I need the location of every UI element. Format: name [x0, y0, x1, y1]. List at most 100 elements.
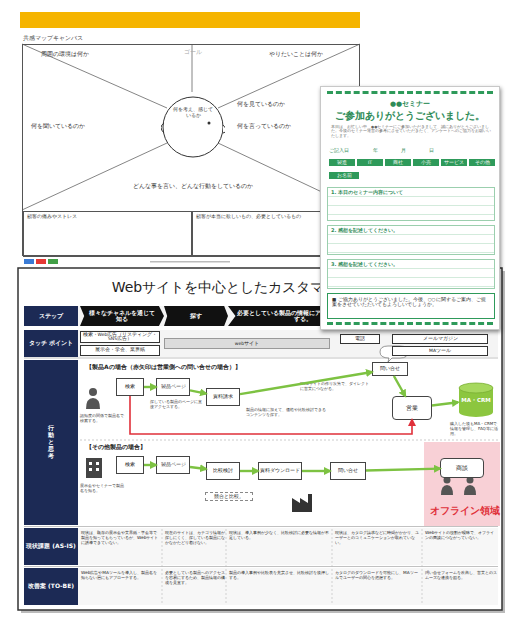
- label-text: Webサイトの役割が曖昧で、オフラインの商談につながっていない。: [425, 530, 498, 540]
- flow-arrow: [190, 467, 206, 469]
- flow-arrow: [366, 469, 440, 471]
- sales-box: 商談: [440, 458, 484, 478]
- label-text: 年: [373, 147, 385, 153]
- node-text: ■ ご協力ありがとうございました。今後、○○に関するご案内、ご提案をさせていただ…: [332, 297, 490, 307]
- label-text: Web広告やMAツールを導入し、製品名を知らない層にもアプローチする。: [81, 570, 160, 580]
- label-text: お名前: [329, 172, 359, 179]
- label-text: 競合と比較。: [205, 492, 253, 501]
- touchpoint-bar: webサイト: [164, 338, 330, 349]
- label-text: 月: [401, 147, 413, 153]
- node-text: 商談: [456, 465, 468, 471]
- node-text: 探す: [190, 313, 202, 319]
- label-text: 【製品Aの場合（赤矢印は営業側への問い合せの場合）】: [86, 363, 326, 370]
- factory-icon: [292, 494, 312, 512]
- touchpoint-box: 展示会・学会、業界紙: [80, 345, 160, 356]
- flow-arrow: [240, 372, 372, 394]
- question-box: 1. 本日のセミナー内容について: [327, 187, 495, 221]
- label-text: やりたいことは何か: [269, 51, 349, 58]
- node-text: webサイト: [235, 341, 259, 346]
- closing-box: ■ ご協力ありがとうございました。今後、○○に関するご案内、ご提案をさせていただ…: [327, 293, 495, 319]
- label-text: サービス: [441, 159, 467, 166]
- label-text: 購入した後もMA・CRMで情報を管理し、FAQ等に活用。: [450, 422, 500, 436]
- label-text: 何を見ているのか: [237, 101, 307, 108]
- node-text: 様々なチャネルを通じて知る: [88, 310, 156, 323]
- flow-arrow: [240, 470, 258, 472]
- node-text: 営業: [406, 405, 418, 411]
- node-text: 製品ページ: [161, 384, 186, 390]
- node-text: 資料ダウンロード: [260, 468, 300, 474]
- crm-cylinder: MA・CRM: [458, 382, 494, 418]
- footer-logos: [24, 259, 230, 264]
- face-outline: [161, 93, 225, 159]
- label-text: ゴール: [178, 49, 208, 56]
- flow-arrow: [394, 376, 405, 396]
- label-text: 現状は、カタログ請求などに時間がかかり、ユーザーとのコミュニケーションが取れてい…: [335, 530, 420, 545]
- touchpoint-box: メールマガジン: [392, 334, 488, 344]
- label-text: オフライン領域: [430, 505, 500, 517]
- node-text: 展示会・学会、業界紙: [95, 348, 145, 353]
- flow-box: 問い合せ: [330, 462, 366, 480]
- label-text: 現在のサイトは、カテゴリ情報が探しにくく、探している製品になかなかたどり着けない…: [165, 530, 225, 545]
- label-text: 何を聞いているのか: [31, 123, 101, 130]
- face-circle: 何を考え、感じているか: [161, 93, 225, 159]
- label-text: 商社: [385, 159, 411, 166]
- label-text: 認知度の関係で製品名で検索する。: [80, 414, 124, 424]
- label-text: どんな事を言い、どんな行動をしているのか: [123, 183, 263, 190]
- touchpoint-box: 電話: [340, 334, 380, 344]
- node-text: 現状課題 (AS-IS): [26, 543, 76, 550]
- label-text: カタログのダウンロードを可能にし、MAツールでユーザーの関心を把握する。: [335, 570, 420, 580]
- flow-box: 検索: [116, 456, 144, 474]
- step-chevron: 探す: [164, 306, 228, 326]
- label-text: IT: [357, 159, 383, 166]
- label-text: ご記入日: [329, 147, 359, 153]
- label-text: その他: [469, 159, 495, 166]
- node-text: 2. 感想を記述してください。: [331, 228, 491, 234]
- flow-box: 資料ダウンロード: [258, 462, 302, 480]
- offline-area: [424, 442, 500, 526]
- node-text: 問い合せ: [338, 468, 358, 474]
- node-text: タッチ ポイント: [29, 340, 73, 347]
- row-header: タッチ ポイント: [24, 330, 78, 357]
- node-text: 資料請求: [213, 394, 233, 400]
- label-text: 製品の導入事例や比較表を充実させ、比較検討を後押しする。: [229, 570, 330, 580]
- node-text: 顧客の痛みやストレス: [27, 214, 188, 220]
- node-text: 何を考え、感じているか: [173, 107, 213, 119]
- node-text: メールマガジン: [423, 337, 458, 342]
- row-header: ステップ: [24, 306, 78, 326]
- inquiry-box: 問い合せ: [372, 362, 408, 376]
- label-text: Webサイトの作り次第で、ダイレクトに営業につながる。: [300, 382, 370, 392]
- node-text: ●●セミナー: [321, 100, 499, 108]
- node-text: 問い合せ: [380, 366, 400, 372]
- question-box: 2. 感想を記述してください。: [327, 225, 495, 255]
- node-text: MA・CRM: [461, 397, 490, 403]
- touchpoint-box: 検索・Web広告（リスティング・SNS広告）: [80, 331, 160, 343]
- flow-box: 資料請求: [206, 388, 240, 406]
- header-bar: [20, 12, 360, 28]
- survey-sheet: ●●セミナーご参加ありがとうございました。 1. 本日のセミナー内容について 2. …: [320, 86, 500, 330]
- node-text: 製品ページ: [161, 462, 186, 468]
- step-chevron: 様々なチャネルを通じて知る: [80, 306, 164, 326]
- label-text: 問い合せフォームを改善し、営業とのスムーズな連携を図る。: [425, 570, 498, 580]
- flow-arrow: [302, 470, 330, 472]
- label-text: 日: [429, 147, 441, 153]
- label-text: 現状は、既存の展示会や業界紙・学会等で製品を知ってもらっているが、Webサイトに…: [81, 530, 160, 545]
- label-text: 必要としている製品へのアクセスを容易にするため、製品情報の構成を見直す。: [165, 570, 225, 585]
- label-text: 製品の情報に加えて、価格や比較検討できるコンテンツを探す。: [246, 408, 326, 418]
- flow-arrow: [144, 386, 156, 388]
- row-header: 改善案 (TO-BE): [24, 568, 78, 605]
- flow-arrow: [432, 402, 458, 405]
- label-text: 展示会やセミナーで製品名を知る。: [80, 484, 126, 494]
- label-text: 周囲の環境は何か: [41, 51, 121, 58]
- node-subtext: ご参加ありがとうございました。: [321, 110, 499, 122]
- label-text: 小売: [413, 159, 439, 166]
- canvas-frame: 共感マップキャンバス顧客の痛みやストレス顧客が本当に欲しいもの、必要としているも…: [22, 44, 360, 256]
- flow-box: 比較検討: [206, 462, 240, 480]
- label-text: 探している製品のページに直接アクセスする。: [150, 400, 202, 410]
- label-text: 本日は、お忙しい中、●●セミナーにご参加いただきまして、誠にありがとうございまし…: [331, 125, 491, 138]
- flow-box: 製品ページ: [156, 456, 190, 474]
- canvas-lines: [22, 44, 360, 210]
- node-text: 検索: [125, 462, 135, 468]
- node-text: 比較検討: [213, 468, 233, 474]
- sales-box: 営業: [392, 396, 432, 420]
